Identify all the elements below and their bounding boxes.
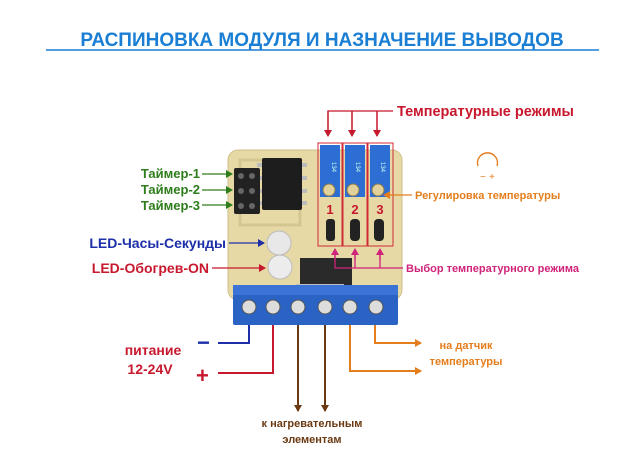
pot-screw-3[interactable] bbox=[371, 183, 385, 197]
label-timer-3: Таймер-3 bbox=[141, 198, 200, 213]
mode-number-3: 3 bbox=[376, 202, 383, 217]
minus-sign: − bbox=[197, 330, 210, 355]
label-power-voltage: 12-24V bbox=[127, 361, 173, 377]
microcontroller-chip bbox=[262, 158, 302, 210]
regulator bbox=[300, 258, 352, 288]
potentiometer-rotate-icon: − + bbox=[476, 152, 499, 183]
label-sensor: на датчик bbox=[440, 340, 493, 352]
module-board: 134 134 134 1 2 3 bbox=[227, 142, 403, 325]
led-heating bbox=[267, 254, 293, 280]
label-temp-modes: Температурные режимы bbox=[397, 104, 574, 120]
label-led-clock: LED-Часы-Секунды bbox=[89, 235, 226, 251]
wire-sensor-2 bbox=[374, 325, 422, 347]
label-mode-select: Выбор температурного режима bbox=[406, 263, 580, 275]
pot-screw-2[interactable] bbox=[346, 183, 360, 197]
label-temp-adjust: Регулировка температуры bbox=[415, 190, 560, 202]
label-led-heat: LED-Обогрев-ON bbox=[92, 260, 209, 276]
timer-jumpers bbox=[234, 168, 260, 214]
pot-plus-sign: + bbox=[489, 172, 495, 183]
terminal-screws[interactable] bbox=[241, 299, 384, 315]
pot-marking: 134 bbox=[379, 162, 385, 173]
label-timer-1: Таймер-1 bbox=[141, 166, 200, 181]
label-timer-2: Таймер-2 bbox=[141, 182, 200, 197]
mode-number-2: 2 bbox=[351, 202, 358, 217]
pot-marking: 134 bbox=[354, 162, 360, 173]
led-clock bbox=[266, 230, 292, 256]
label-sensor-2: температуры bbox=[430, 356, 503, 368]
mode-jumpers bbox=[326, 219, 384, 241]
pot-marking: 134 bbox=[330, 162, 336, 173]
wire-sensor-1 bbox=[349, 325, 422, 375]
label-heaters: к нагревательным bbox=[262, 418, 363, 430]
pot-screw-1[interactable] bbox=[322, 183, 336, 197]
plus-sign: + bbox=[196, 363, 209, 388]
mode-number-1: 1 bbox=[326, 202, 333, 217]
page-title: РАСПИНОВКА МОДУЛЯ И НАЗНАЧЕНИЕ ВЫВОДОВ bbox=[80, 30, 563, 51]
label-power: питание bbox=[125, 342, 182, 358]
potentiometers: 134 134 134 bbox=[320, 145, 390, 197]
label-heaters-2: элементам bbox=[282, 434, 341, 446]
pot-minus-sign: − bbox=[480, 172, 486, 183]
terminal-block bbox=[233, 285, 398, 325]
wire-minus bbox=[218, 325, 250, 344]
wire-plus bbox=[218, 325, 274, 374]
